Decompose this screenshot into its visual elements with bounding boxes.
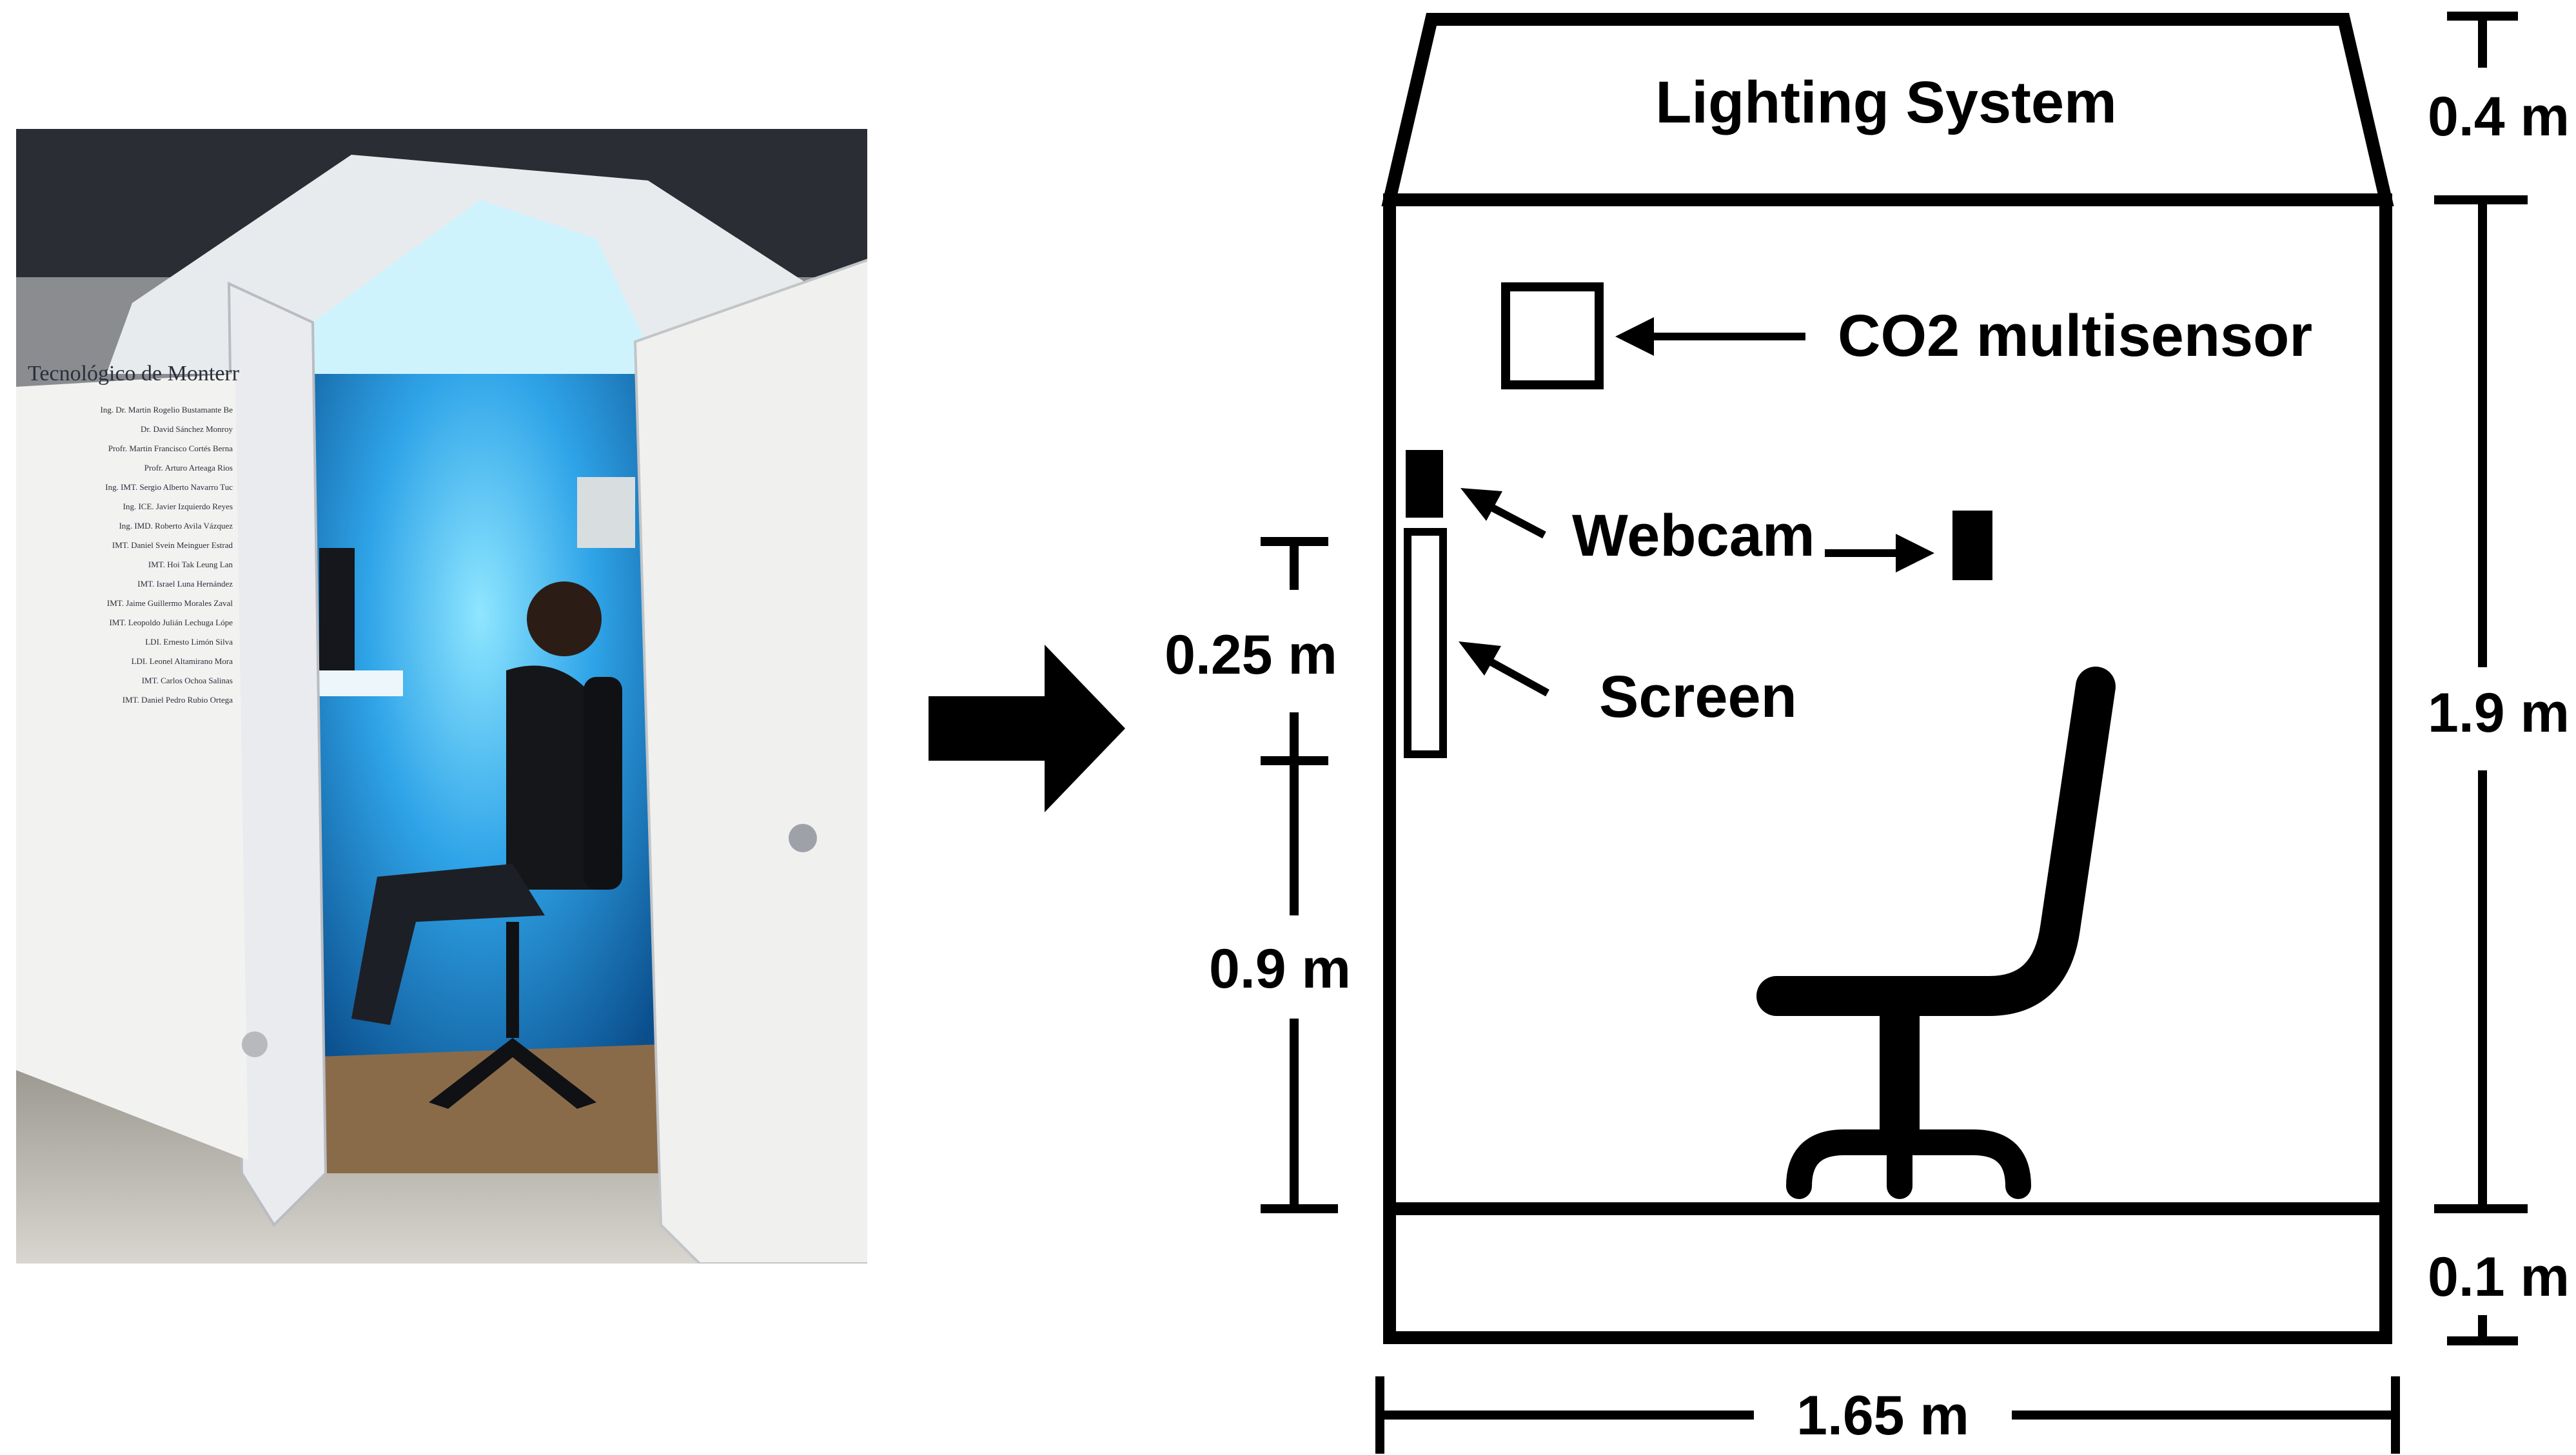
sign-name: Ing. ICE. Javier Izquierdo Reyes bbox=[123, 502, 233, 511]
webcam-right bbox=[1952, 511, 1992, 580]
photo-person-legs bbox=[351, 864, 545, 1025]
sign-name: IMT. Daniel Pedro Rubio Ortega bbox=[123, 695, 233, 705]
panel-hole bbox=[242, 1031, 268, 1057]
co2-multisensor-label: CO2 multisensor bbox=[1838, 303, 2312, 369]
sign-name: IMT. Hoi Tak Leung Lan bbox=[148, 560, 233, 569]
lighting-system-label: Lighting System bbox=[1655, 70, 2117, 135]
roof-glow bbox=[300, 200, 661, 374]
screen-dimension-label: 0.25 m bbox=[1165, 624, 1337, 686]
interior-floor bbox=[300, 1044, 661, 1173]
photo-chair-back bbox=[584, 677, 622, 890]
screen-arrow-head-icon bbox=[1459, 641, 1501, 676]
width-dimension bbox=[1375, 1376, 2400, 1454]
sign-name: IMT. Carlos Ochoa Salinas bbox=[142, 676, 233, 685]
webcam-left-arrow-line bbox=[1481, 499, 1546, 539]
photo-chair-base bbox=[429, 1038, 596, 1109]
booth-left-panel bbox=[16, 374, 248, 1160]
webcam-right-arrow-head-icon bbox=[1896, 534, 1934, 572]
webcam-label: Webcam bbox=[1572, 503, 1815, 569]
sign-name: IMT. Jaime Guillermo Morales Zaval bbox=[107, 598, 233, 608]
webcam-left-arrow-head-icon bbox=[1460, 488, 1502, 521]
co2-arrow-head-icon bbox=[1615, 317, 1654, 356]
sign-name: IMT. Leopoldo Julián Lechuga Lópe bbox=[110, 618, 233, 627]
sign-header: Tecnológico de Monterr bbox=[28, 362, 240, 386]
body-dimension-label: 1.9 m bbox=[2428, 682, 2570, 744]
width-dimension-label: 1.65 m bbox=[1796, 1385, 1969, 1447]
door-knob bbox=[789, 824, 817, 852]
sign-name: Profr. Arturo Arteaga Rios bbox=[144, 463, 233, 473]
webcam-left bbox=[1406, 450, 1443, 518]
sign-name: IMT. Daniel Svein Meinguer Estrad bbox=[112, 540, 233, 550]
transition-arrow-icon bbox=[929, 645, 1125, 812]
sign-name: Ing. IMD. Roberto Avila Vázquez bbox=[119, 521, 233, 531]
base-dimension-label: 0.1 m bbox=[2428, 1246, 2570, 1308]
sign-name: Profr. Martin Francisco Cortés Berna bbox=[108, 444, 233, 453]
screen-dimension bbox=[1261, 537, 1338, 1213]
photo-person-head bbox=[527, 581, 602, 656]
screen-arrow-line bbox=[1481, 654, 1549, 697]
height-dimension bbox=[2434, 12, 2528, 1345]
sign-name: Ing. IMT. Sergio Alberto Navarro Tuc bbox=[105, 482, 233, 492]
sign-name: Ing. Dr. Martin Rogelio Bustamante Be bbox=[101, 405, 233, 415]
sign-name: LDI. Leonel Altamirano Mora bbox=[132, 656, 233, 666]
co2-sensor-box bbox=[1501, 282, 1604, 389]
sign-name: LDI. Ernesto Limón Silva bbox=[145, 637, 233, 647]
screen-height-dimension-label: 0.9 m bbox=[1209, 938, 1351, 1000]
booth-right-door bbox=[633, 259, 867, 1264]
sign-name: Dr. David Sánchez Monroy bbox=[141, 424, 233, 434]
top-dimension-label: 0.4 m bbox=[2428, 86, 2570, 148]
air-conditioner bbox=[577, 477, 635, 548]
chair-icon bbox=[1756, 667, 2116, 1199]
sign-name: IMT. Israel Luna Hernández bbox=[137, 579, 233, 589]
screen-label: Screen bbox=[1599, 664, 1797, 730]
photo-desk bbox=[319, 670, 403, 696]
photo-chair-post bbox=[506, 922, 519, 1038]
screen-box bbox=[1404, 528, 1447, 758]
booth-base bbox=[1383, 1202, 2392, 1344]
photo-monitor bbox=[319, 548, 355, 670]
photo-person-body bbox=[506, 665, 603, 890]
